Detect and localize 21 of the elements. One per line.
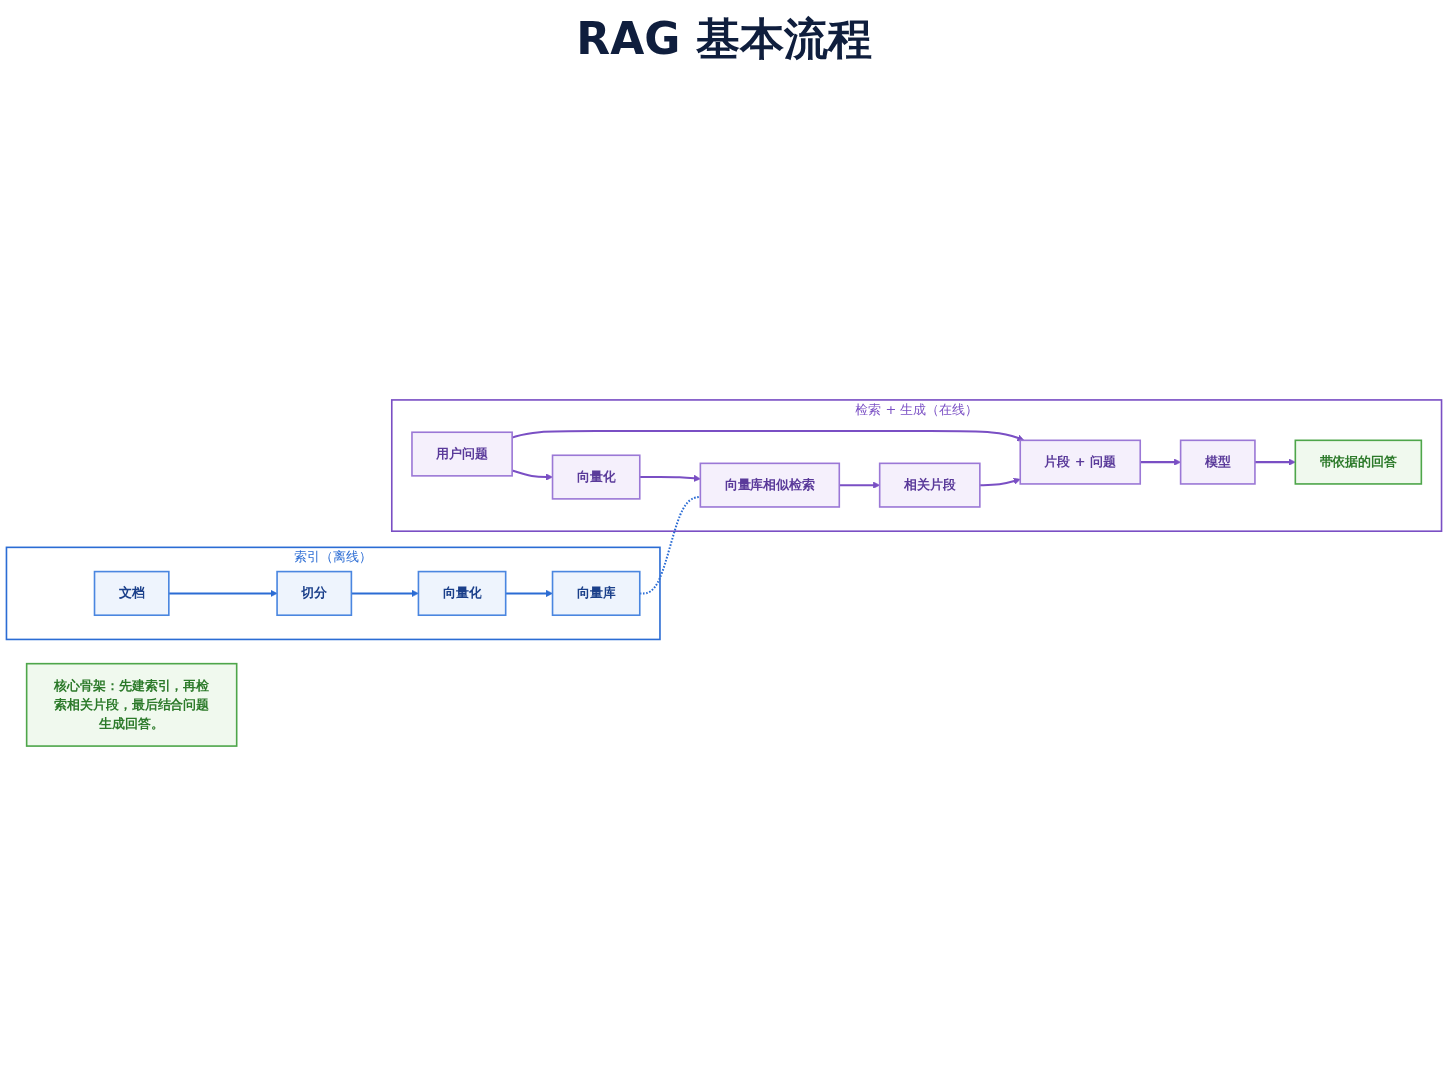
arrow bbox=[168, 589, 278, 597]
node-box: 向量库相似检索 bbox=[699, 462, 841, 508]
node-box: 向量化 bbox=[551, 454, 641, 500]
node-box: 向量库 bbox=[551, 570, 641, 616]
node-box: 带依据的回答 bbox=[1294, 439, 1423, 485]
diagram-title: RAG 基本流程 bbox=[575, 12, 873, 66]
node-box: 向量化 bbox=[417, 570, 507, 616]
node-box: 切分 bbox=[276, 570, 353, 616]
arrow bbox=[1140, 458, 1181, 466]
node-box: 用户问题 bbox=[411, 431, 513, 477]
arrow bbox=[839, 481, 880, 489]
arrow bbox=[639, 474, 701, 482]
node-box: 模型 bbox=[1179, 439, 1256, 485]
node-box: 文档 bbox=[93, 570, 170, 616]
arrow bbox=[1254, 458, 1296, 466]
arrow bbox=[505, 589, 553, 597]
arrow bbox=[979, 477, 1021, 487]
node-box: 片段 + 问题 bbox=[1019, 439, 1142, 485]
node-box: 核心骨架：先建索引，再检索相关片段，最后结合问题生成回答。 bbox=[25, 662, 238, 747]
arrow bbox=[351, 589, 419, 597]
node-box: 相关片段 bbox=[878, 462, 981, 508]
